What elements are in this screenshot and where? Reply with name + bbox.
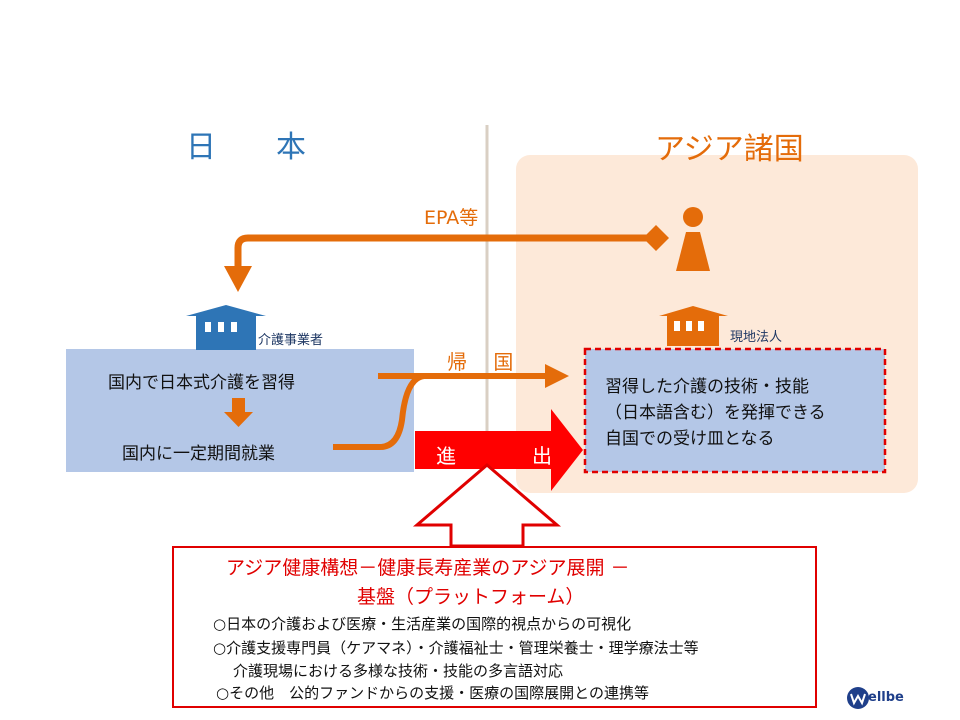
asia-box-line1: 習得した介護の技術・技能 (605, 377, 809, 397)
return-arrow (333, 364, 569, 450)
japan-box-line2: 国内に一定期間就業 (122, 444, 275, 464)
platform-item-1: ○日本の介護および医療・生活産業の国際的視点からの可視化 (213, 615, 632, 633)
local-corp-label: 現地法人 (730, 330, 783, 345)
advance-label-right: 出 (532, 444, 552, 468)
logo-text: ellbe (868, 690, 904, 705)
platform-item-4: ○その他 公的ファンドからの支援・医療の国際展開との連携等 (216, 684, 649, 702)
down-arrow-icon (224, 398, 253, 427)
japan-box-line1: 国内で日本式介護を習得 (108, 373, 295, 393)
japan-heading: 日 本 (186, 130, 306, 165)
platform-item-3: 介護現場における多様な技術・技能の多言語対応 (233, 662, 564, 680)
asia-box-line3: 自国での受け皿となる (605, 429, 775, 449)
platform-box (172, 546, 817, 708)
care-provider-label: 介護事業者 (258, 333, 324, 348)
epa-label: EPA等 (424, 207, 479, 229)
asia-heading: アジア諸国 (655, 132, 804, 167)
person-icon (676, 207, 710, 271)
wellbe-logo-icon (847, 687, 869, 709)
platform-title-line2: 基盤（プラットフォーム） (357, 586, 585, 608)
asia-box-line2: （日本語含む）を発揮できる (605, 403, 826, 423)
platform-item-2: ○介護支援専門員（ケアマネ）・介護福祉士・管理栄養士・理学療法士等 (213, 639, 699, 657)
asia-box-text: 習得した介護の技術・技能 （日本語含む）を発揮できる 自国での受け皿となる (605, 374, 826, 452)
platform-title-line1: アジア健康構想－健康長寿産業のアジア展開 － (226, 557, 630, 579)
advance-label-left: 進 (436, 444, 456, 468)
epa-arrow (224, 225, 669, 292)
return-home-label: 帰 国 (447, 350, 514, 374)
asia-box (583, 347, 887, 474)
building-icon (186, 305, 266, 350)
wellbe-logo: ellbe (846, 683, 906, 713)
building-icon-asia (659, 306, 728, 346)
advance-arrow (415, 409, 583, 491)
